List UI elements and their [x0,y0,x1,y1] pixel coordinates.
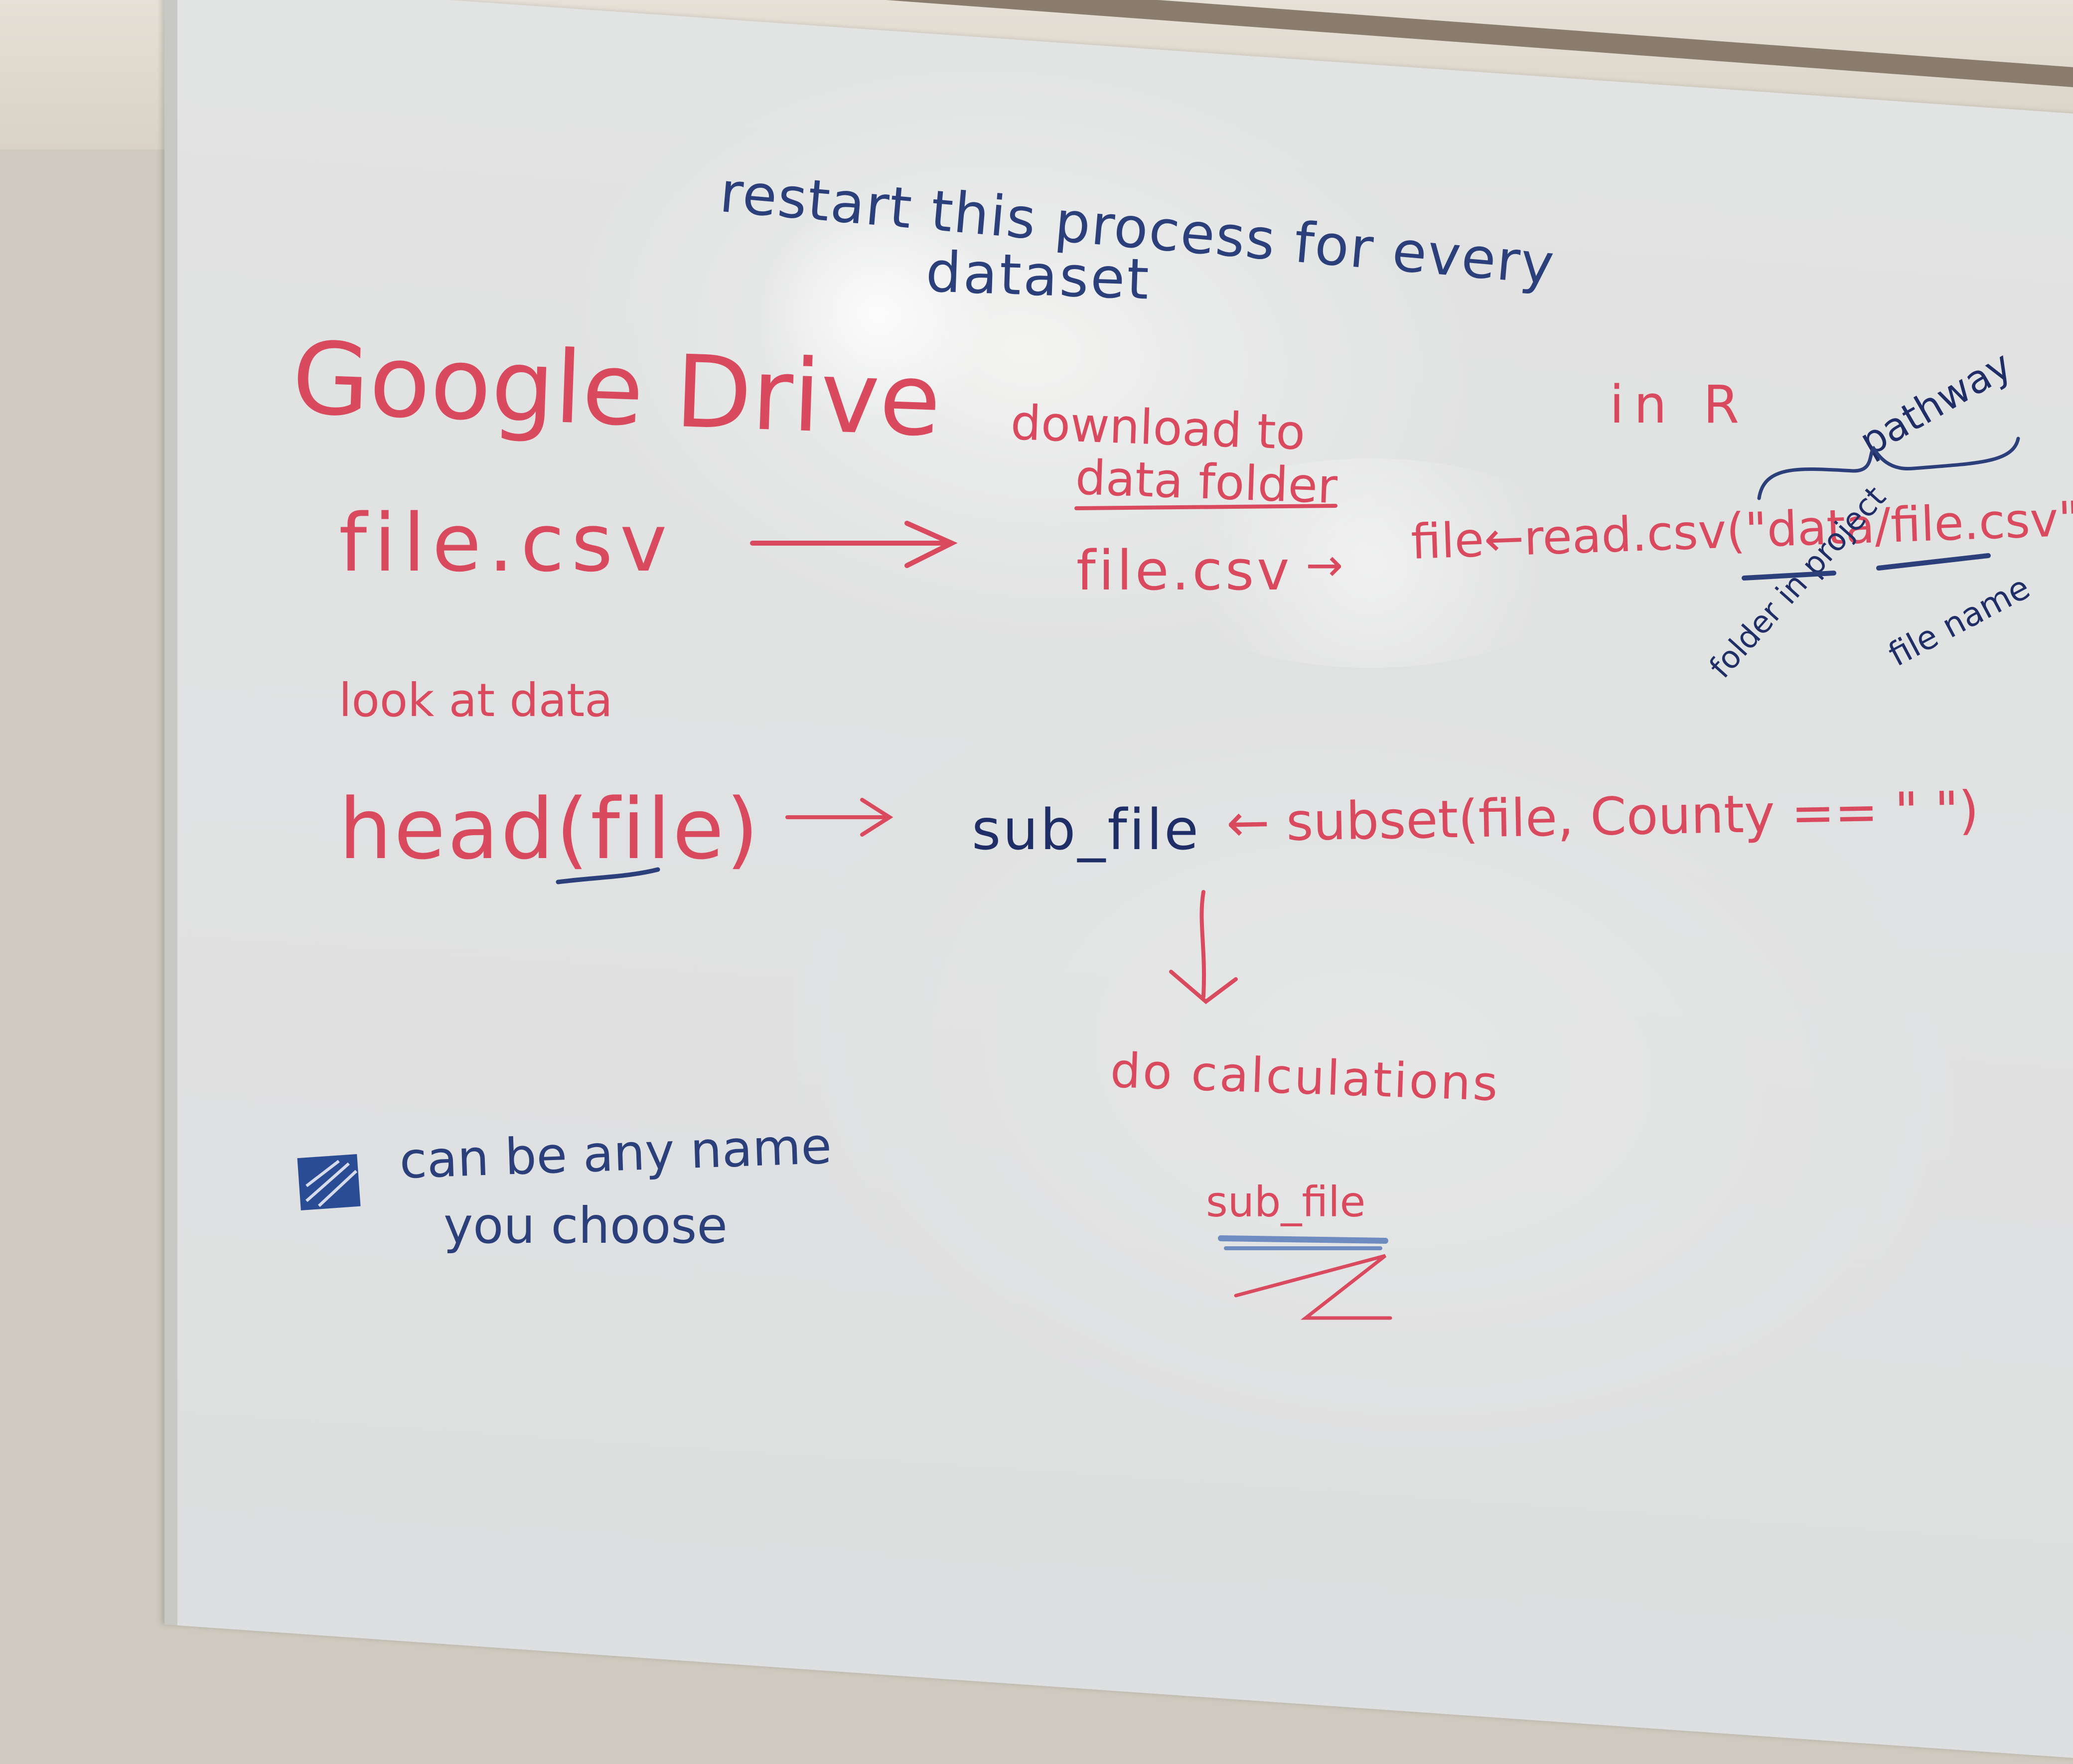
head-file-underline [556,867,660,884]
marker-strokes [297,437,2020,1320]
sub-file-scribble [1218,1235,1392,1320]
arrow-to-subset [785,798,893,837]
in-r-label: in R [1610,374,1750,435]
small-arrow: → [1306,539,1343,591]
blue-scribble-swatch [297,1154,361,1211]
look-at-data: look at data [339,674,613,727]
arrow-to-download [750,521,958,568]
pathway-brace [1757,437,2020,500]
filecsv-underline [1876,553,1991,571]
downloaded-file: file.csv [1076,539,1293,602]
arrow-down-to-calculations [1169,890,1238,1005]
legend-text-line2: you choose [444,1196,728,1255]
data-folder-underline [1074,504,1337,510]
source-file: file.csv [339,496,674,589]
sub-file-label: sub_file [1206,1177,1366,1226]
data-underline [1742,571,1836,581]
subset-target: sub_file [972,798,1200,863]
head-call: head(file) [339,780,761,878]
